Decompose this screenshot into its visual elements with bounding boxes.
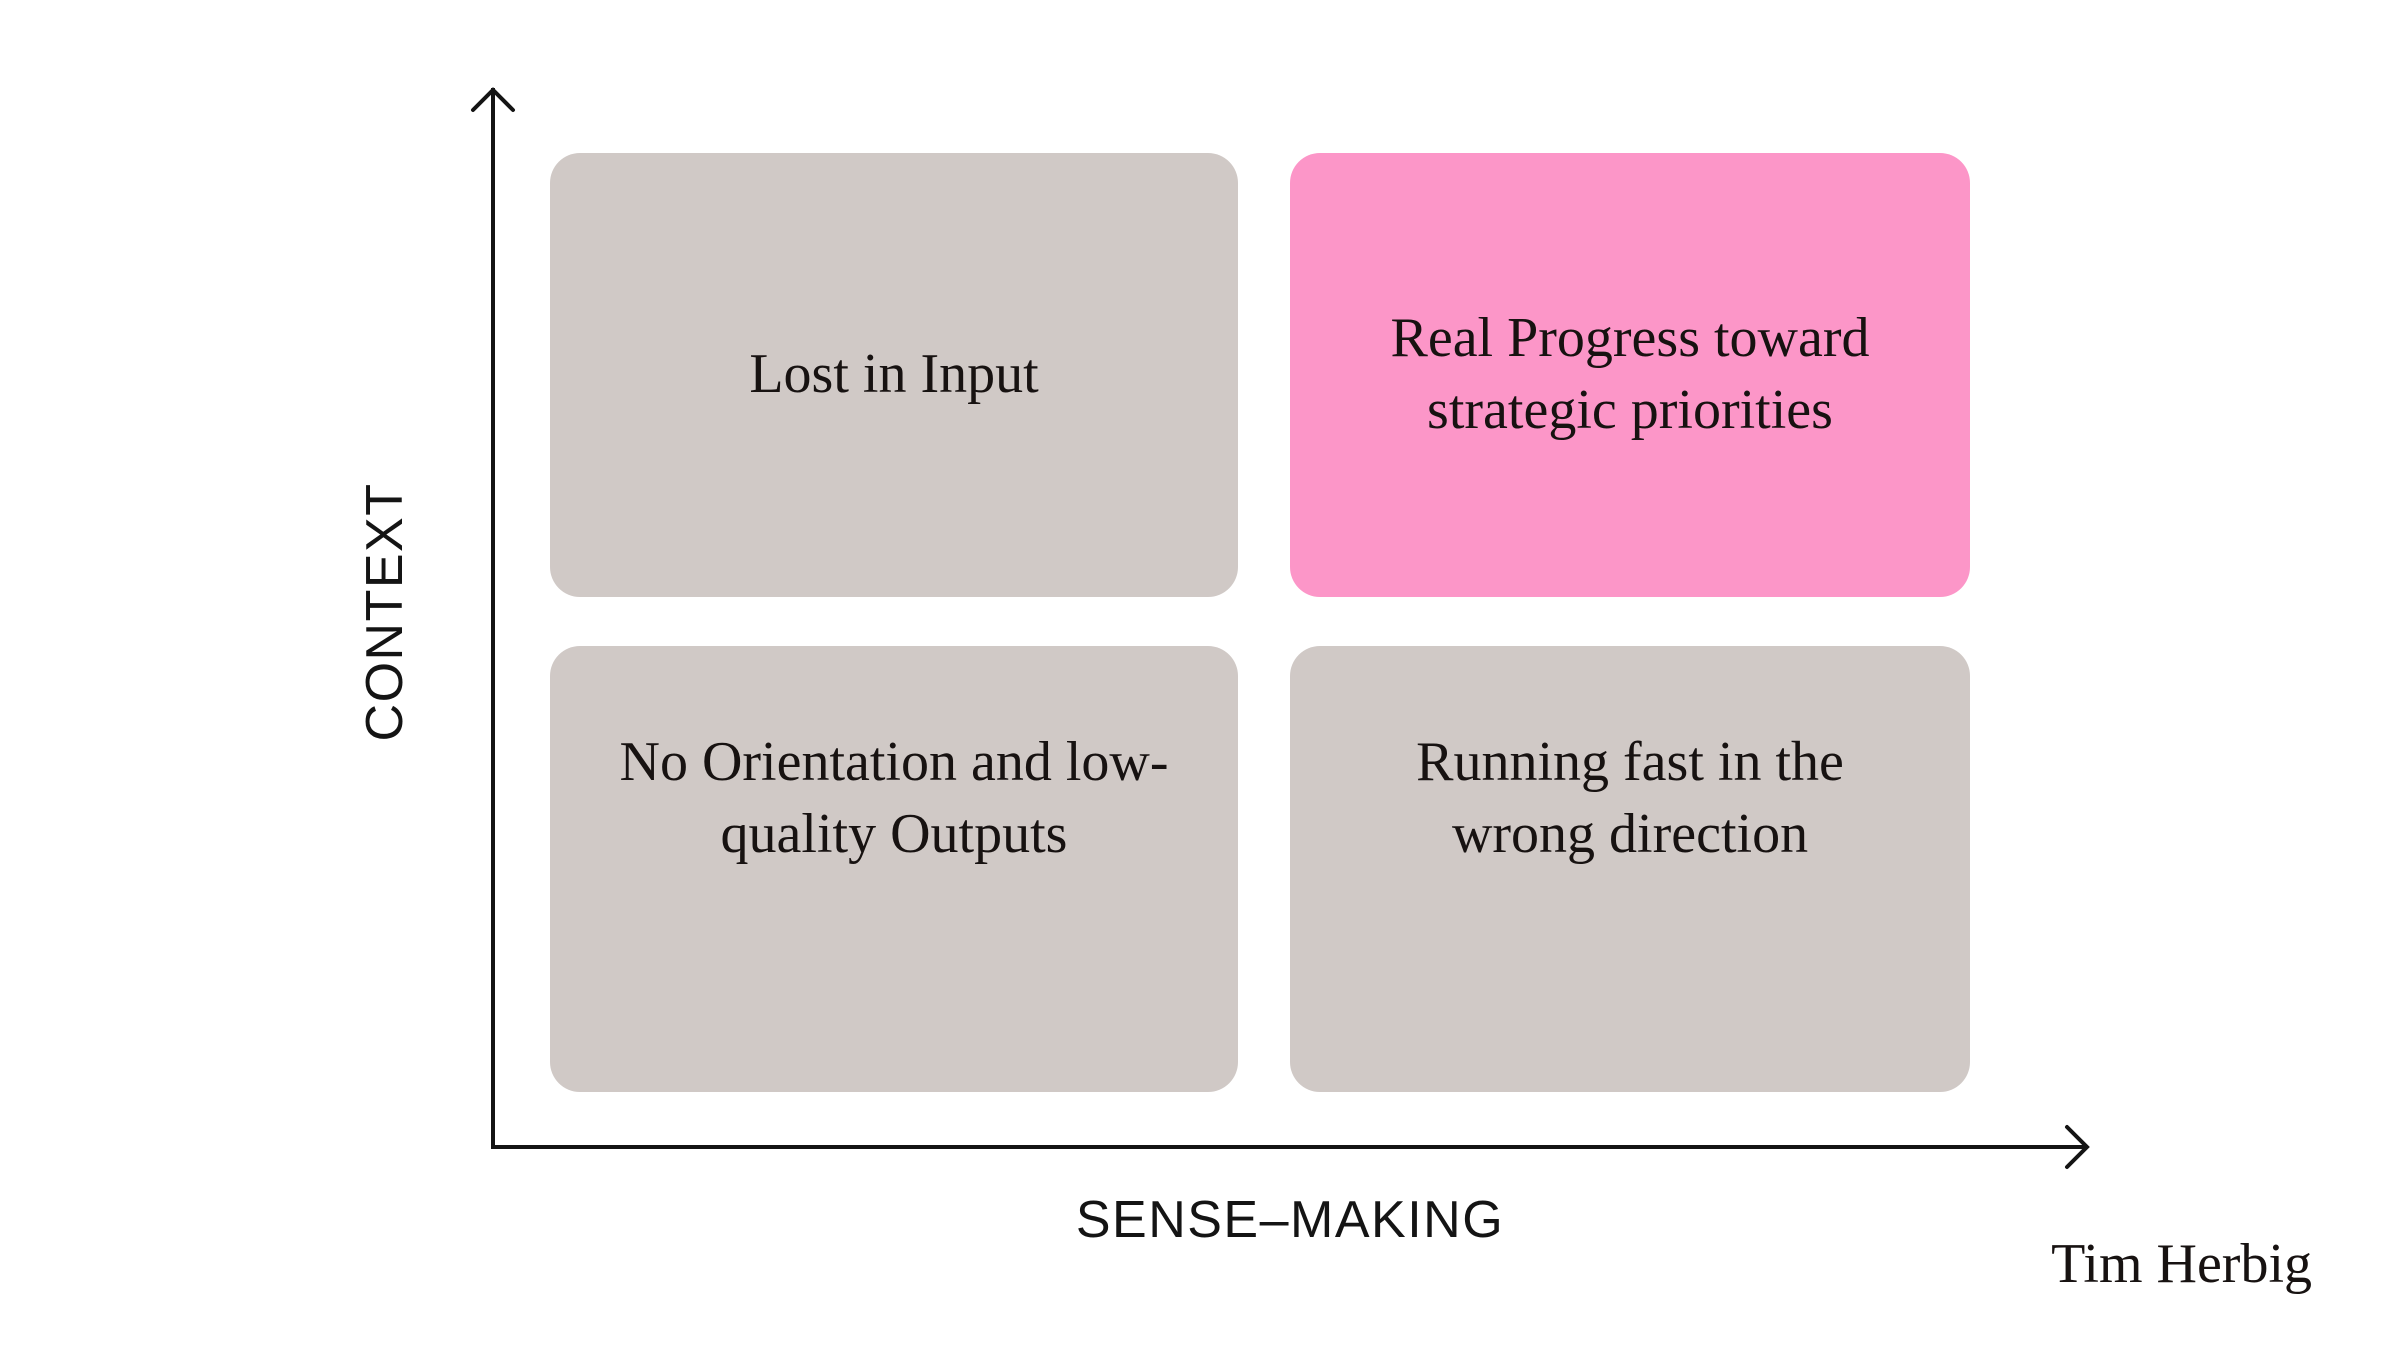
x-axis-line: [491, 1145, 2087, 1149]
quadrant-label: Running fast in the wrong direction: [1416, 731, 1844, 865]
quadrant-label: No Orientation and low- quality Outputs: [619, 731, 1169, 865]
y-axis-arrow-icon: [471, 87, 515, 112]
x-axis-label: SENSE–MAKING: [1075, 1191, 1505, 1249]
quadrant-label: Lost in Input: [749, 343, 1039, 406]
quadrant-real-progress: Real Progress toward strategic prioritie…: [1290, 153, 1970, 597]
quadrant-label: Real Progress toward strategic prioritie…: [1390, 307, 1870, 441]
quadrant-no-orientation: No Orientation and low- quality Outputs: [550, 646, 1238, 1092]
quadrant-wrong-direction: Running fast in the wrong direction: [1290, 646, 1970, 1092]
x-axis-arrow-icon: [2065, 1125, 2090, 1169]
attribution-text: Tim Herbig: [2051, 1233, 2312, 1295]
y-axis-line: [491, 88, 495, 1149]
quadrant-lost-in-input: Lost in Input: [550, 153, 1238, 597]
y-axis-label: CONTEXT: [356, 482, 414, 742]
